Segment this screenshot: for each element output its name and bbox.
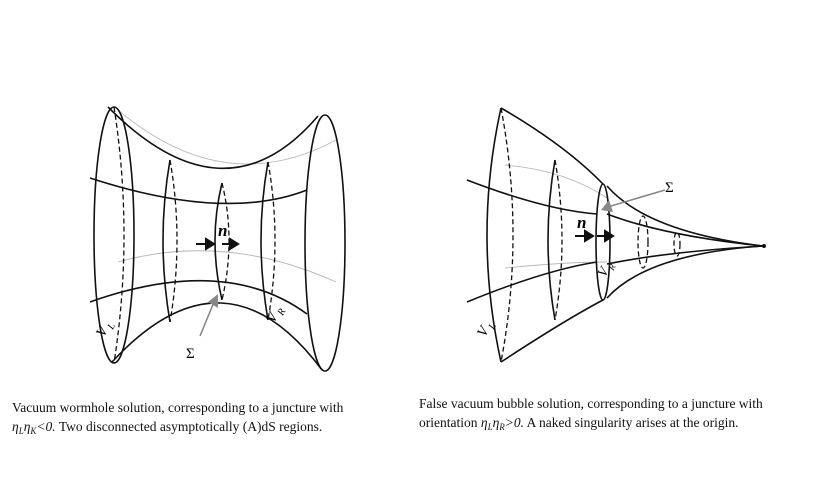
normal-arrows <box>196 237 240 251</box>
ring-throat-front <box>214 182 223 301</box>
svg-text:R: R <box>275 307 288 318</box>
ring-mid-front <box>547 159 556 321</box>
normal-label: n <box>577 213 586 232</box>
svg-text:L: L <box>486 321 499 332</box>
singularity-point <box>762 244 766 248</box>
tail-bottom <box>606 245 764 299</box>
front-lower-curve <box>89 279 308 315</box>
bottom-flare-curve <box>500 299 604 363</box>
front-lower-curve <box>466 261 598 303</box>
bubble-surface <box>466 107 764 363</box>
sigma-label: Σ <box>186 346 195 362</box>
caption-right-line2: orientation ηLηR>0. A naked singularity … <box>419 415 739 432</box>
caption-right-line1: False vacuum bubble solution, correspond… <box>419 396 763 411</box>
sigma-pointer <box>199 294 218 337</box>
normal-label: n <box>218 221 227 240</box>
top-throat-curve <box>107 106 319 170</box>
guide-curves <box>504 164 608 269</box>
ring-right-front <box>260 161 269 321</box>
front-upper-curve <box>466 179 598 215</box>
left-mouth-front <box>486 107 502 363</box>
sigma-label: Σ <box>665 180 674 196</box>
svg-text:R: R <box>606 262 618 273</box>
region-right-label: V R <box>595 262 618 280</box>
wormhole-diagram: n Σ V L V R <box>89 106 346 372</box>
right-mouth-ellipse <box>304 114 346 372</box>
normal-arrows <box>575 229 615 243</box>
dashed-back-halves <box>500 107 681 363</box>
caption-left-line2: ηLηK<0. Two disconnected asymptotically … <box>12 419 323 436</box>
caption-left: Vacuum wormhole solution, corresponding … <box>12 398 412 441</box>
bottom-throat-curve <box>111 302 323 371</box>
guide-curves <box>117 109 337 283</box>
region-right-label: V R <box>263 307 288 326</box>
sigma-pointer <box>601 189 666 212</box>
caption-right: False vacuum bubble solution, correspond… <box>419 394 819 437</box>
svg-text:L: L <box>105 321 118 332</box>
bubble-diagram: n Σ V L V R <box>466 107 766 363</box>
top-flare-curve <box>500 107 604 185</box>
tail-top <box>606 185 764 247</box>
juncture-ellipse <box>595 183 611 301</box>
ring-left-front <box>162 159 171 323</box>
region-left-label: V L <box>474 321 499 340</box>
dashed-back-halves <box>113 106 276 364</box>
caption-left-line1: Vacuum wormhole solution, corresponding … <box>12 400 344 415</box>
region-left-label: V L <box>93 321 118 340</box>
tail-upper-mid <box>606 213 764 247</box>
